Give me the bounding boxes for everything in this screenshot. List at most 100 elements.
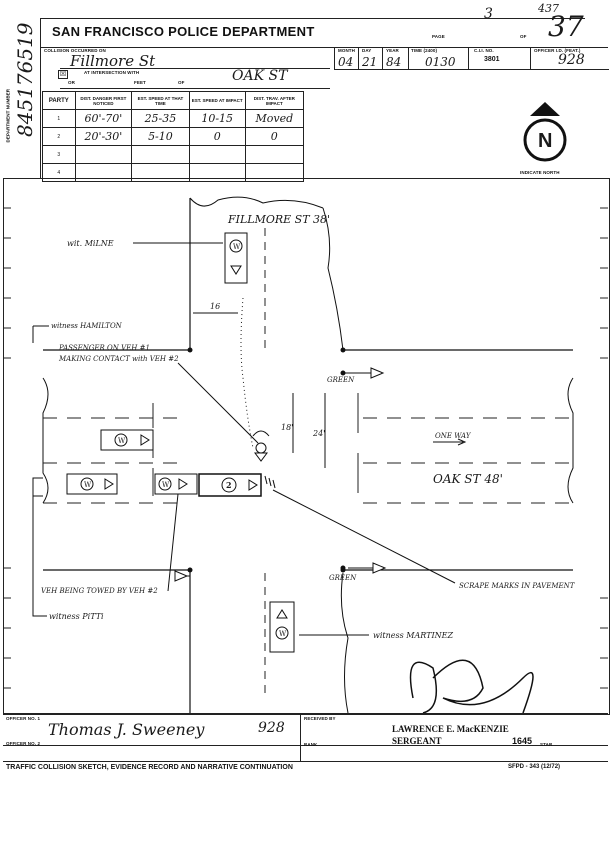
table-row: 2 20'-30' 5-10 0 0 [42,127,305,146]
header-row-line [40,47,608,48]
fillmore-label: FILLMORE ST 38' [227,213,330,226]
table-cell: Moved [244,109,305,128]
vehicle-pitti [66,473,118,495]
dept-number-label: DEPARTMENT NUMBER [5,88,11,143]
north-compass-icon [523,118,567,162]
dim-16: 16 [210,302,220,311]
speed-impact-header: EST. SPEED AT IMPACT [188,91,246,110]
north-glyph: N [538,130,552,152]
cii-label: C.I.I. NO. [474,48,494,53]
table-row: 1 60'-70' 25-35 10-15 Moved [42,109,305,128]
veh-towed-label: VEH BEING TOWED BY VEH #2 [41,587,158,595]
left-vertical [40,18,41,178]
received-by-label: RECEIVED BY [304,716,336,721]
signal-ne [340,367,385,379]
table-cell [131,145,190,164]
party-number: 4 [42,163,76,182]
page-number: 3 [484,6,493,22]
scrape-marks-label: SCRAPE MARKS IN PAVEMENT [459,582,576,590]
time-label: TIME (2400) [411,48,438,53]
table-cell: 60'-70' [74,109,133,128]
top-code: 437 [538,2,559,15]
officer-2-label: OFFICER NO. 2 [6,741,41,746]
of-street-label: OF [178,80,185,85]
veh-label-w: W [84,481,92,489]
oak-break-west [42,377,49,504]
party-table-header: PARTY DIST. DANGER FIRST NOTICED EST. SP… [42,91,305,110]
one-way-arrowhead [457,438,467,446]
green-label-1: GREEN [327,376,355,384]
dim-18: 18' [281,423,293,432]
year-value: 84 [386,55,402,69]
north-arrow-icon [530,102,560,116]
occurred-on-label: COLLISION OCCURRED ON [44,48,106,53]
witness-martinez-label: witness MARTINEZ [373,631,453,640]
vehicle-martinez [269,601,295,653]
date-divider [530,47,531,69]
table-cell [244,163,305,182]
table-cell [74,145,133,164]
corner-post [187,347,193,353]
one-way-label: ONE WAY [435,432,472,440]
veh-label-w: W [162,481,170,489]
veh-label-w: W [279,630,287,638]
leader-pitti [32,495,47,617]
footer-mid-line [3,745,608,746]
table-cell: 0 [188,127,246,146]
rank-label: RANK [304,742,318,747]
party-header: PARTY [42,91,76,110]
page-total: 37 [548,10,584,43]
table-cell: 5-10 [131,127,190,146]
sergeant-star: 1645 [512,736,533,746]
fillmore-east-curb-north [322,207,344,351]
margin-ticks [3,207,608,689]
witness-hamilton-label: witness HAMILTON [51,322,123,330]
signal-se [340,562,387,574]
department-title: SAN FRANCISCO POLICE DEPARTMENT [52,24,315,39]
leader-towed-2 [167,493,179,592]
corner-post [187,567,193,573]
date-divider [468,47,469,69]
oak-lane-lines [43,417,573,504]
fillmore-break-top [189,196,324,209]
sergeant-rank: SERGEANT [392,736,442,746]
table-cell: 0 [244,127,305,146]
street-underline [60,68,330,69]
officer-signature: Thomas J. Sweeney [48,720,205,739]
party-number: 1 [42,109,76,128]
passenger-note-1: PASSENGER ON VEH #1 [58,344,150,352]
north-indicator: N [523,102,567,162]
sergeant-name: LAWRENCE E. MacKENZIE [392,724,509,734]
table-cell: 10-15 [188,109,246,128]
at-intersection-label: AT INTERSECTION WITH [84,70,140,75]
intersection-checkbox: ☒ [58,70,68,79]
veh-label-w: W [118,437,126,445]
table-cell [188,145,246,164]
footer-bottom-line [3,761,608,762]
table-cell: 20'-30' [74,127,133,146]
leader-passenger [177,362,259,444]
vehicle-milne [224,232,248,284]
vehicle-2 [198,473,262,497]
signal-sw [174,570,190,582]
sergeant-signature-scribble [409,659,534,713]
sketch-border [3,178,610,715]
vehicle-towed [154,473,198,495]
star-label: STAR [540,742,553,747]
or-label: OR [68,80,75,85]
month-label: MONTH [338,48,355,53]
officer-id-value: 928 [558,52,585,68]
time-value: 0130 [425,55,456,69]
veh-label-2: 2 [226,480,232,490]
date-divider [382,47,383,69]
speed-time-header: EST. SPEED AT THAT TIME [131,91,190,110]
corner-post [340,347,346,353]
collision-sketch: GREEN GREEN FILLMORE ST 38' OAK ST 48' O… [3,196,608,713]
table-cell [74,163,133,182]
date-box [334,47,609,70]
veh-label-w: W [233,243,241,251]
footer-top-line [3,713,608,714]
leader-towed [32,477,43,583]
form-frame [40,18,585,179]
party-number: 3 [42,145,76,164]
